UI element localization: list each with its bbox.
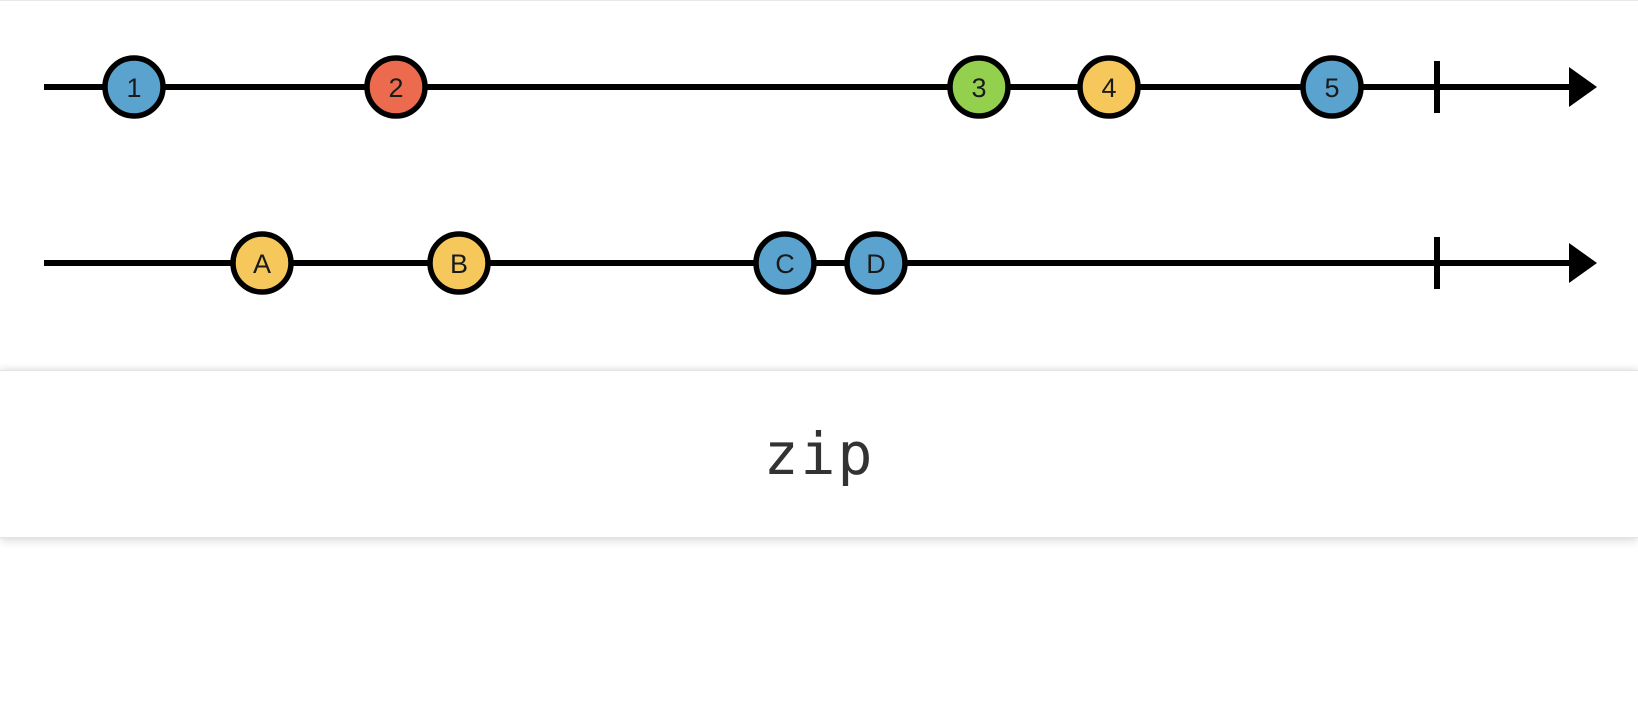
marble-circle: [753, 231, 817, 295]
marble-label: A: [253, 249, 271, 279]
input-timeline-2-container[interactable]: A B C D: [0, 203, 1638, 323]
marble-label: 5: [1324, 73, 1339, 103]
marble[interactable]: C: [753, 231, 817, 295]
marble-label: 3: [971, 73, 986, 103]
marble[interactable]: 3: [947, 55, 1011, 119]
output-observable-panel: 1A2B3C4D: [0, 548, 1638, 726]
marble-label: D: [866, 249, 886, 279]
marble-label: C: [775, 249, 795, 279]
marble[interactable]: 4: [1077, 55, 1141, 119]
marble-label: B: [450, 249, 468, 279]
marble-circle: [102, 55, 166, 119]
marble-label: 4: [1101, 73, 1116, 103]
marble-circle: [844, 231, 908, 295]
marble-circle: [1077, 55, 1141, 119]
marble-circle: [427, 231, 491, 295]
marble[interactable]: 5: [1300, 55, 1364, 119]
marble[interactable]: 2: [364, 55, 428, 119]
marble-circle: [230, 231, 294, 295]
marble-label: 2: [388, 73, 403, 103]
marble-circle: [947, 55, 1011, 119]
timeline-arrow-head: [1569, 243, 1597, 283]
timeline-arrow-head: [1569, 67, 1597, 107]
input-timeline-1-container[interactable]: 1 2 3 4 5: [0, 27, 1638, 147]
operator-label: zip: [763, 420, 875, 488]
operator-box[interactable]: zip: [0, 370, 1638, 538]
marble[interactable]: D: [844, 231, 908, 295]
marble-circle: [1300, 55, 1364, 119]
marble[interactable]: A: [230, 231, 294, 295]
marble-circle: [364, 55, 428, 119]
input-observables-panel: 1 2 3 4 5 A B C D: [0, 0, 1638, 348]
marble[interactable]: 1: [102, 55, 166, 119]
marble[interactable]: B: [427, 231, 491, 295]
marble-label: 1: [126, 73, 141, 103]
